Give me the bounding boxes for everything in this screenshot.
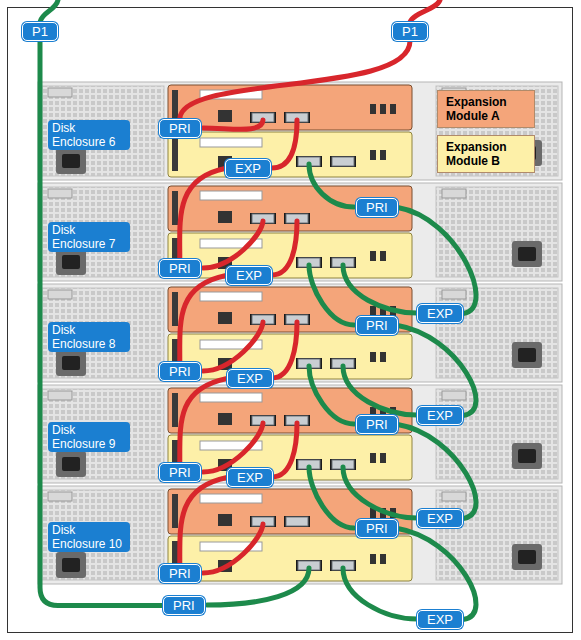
- tag-text: PRI: [366, 417, 388, 432]
- tag-text: EXP: [236, 268, 262, 283]
- port-tag: EXP: [417, 304, 463, 323]
- cable-lead: [343, 366, 417, 415]
- port-tag: EXP: [417, 509, 463, 528]
- tag-text: EXP: [427, 306, 453, 321]
- port-tag: PRI: [163, 596, 205, 615]
- cable-lead: [309, 265, 354, 325]
- sas-cable: [180, 41, 410, 119]
- cable-lead: [343, 467, 417, 518]
- tag-text: PRI: [366, 200, 388, 215]
- port-tag: P1: [392, 22, 428, 41]
- cable-lead: [343, 265, 417, 313]
- cable-lead: [309, 164, 354, 207]
- port-tag: EXP: [417, 610, 463, 629]
- tag-text: EXP: [237, 371, 263, 386]
- port-tag: EXP: [226, 266, 272, 285]
- port-tag: PRI: [159, 463, 201, 482]
- port-tag: PRI: [159, 362, 201, 381]
- cable-lead: [272, 221, 297, 275]
- enclosure-name: Disk Enclosure 6: [52, 121, 126, 149]
- tag-text: PRI: [366, 521, 388, 536]
- enclosure-label: Disk Enclosure 8: [48, 322, 130, 352]
- legend-text: Expansion Module B: [446, 140, 526, 168]
- cable-lead: [203, 120, 263, 129]
- tag-text: EXP: [427, 612, 453, 627]
- port-tag: EXP: [225, 159, 271, 178]
- enclosure-label: Disk Enclosure 9: [48, 422, 130, 452]
- enclosure-label: Disk Enclosure 6: [48, 120, 130, 150]
- cable-lead: [272, 120, 297, 168]
- port-tag: PRI: [356, 415, 398, 434]
- cable-lead: [410, 0, 440, 22]
- tag-text: PRI: [366, 318, 388, 333]
- disk-enclosure: [38, 183, 562, 281]
- tag-text: P1: [402, 24, 418, 39]
- sas-cable: [180, 276, 226, 363]
- tag-text: PRI: [169, 261, 191, 276]
- port-tag: PRI: [159, 259, 201, 278]
- tag-text: EXP: [427, 511, 453, 526]
- tag-text: PRI: [169, 121, 191, 136]
- cable-lead: [203, 524, 263, 573]
- cable-lead: [40, 0, 58, 22]
- enclosure-name: Disk Enclosure 10: [52, 523, 126, 551]
- red-cable-leads: [203, 0, 440, 573]
- enclosure-name: Disk Enclosure 9: [52, 423, 126, 451]
- tag-text: EXP: [427, 408, 453, 423]
- port-tag: P1: [22, 22, 58, 41]
- port-tag: PRI: [159, 564, 201, 583]
- enclosure-label: Disk Enclosure 7: [48, 222, 130, 252]
- legend-text: Expansion Module A: [446, 95, 526, 123]
- cable-lead: [343, 568, 417, 619]
- sas-cable: [398, 326, 476, 416]
- enclosure-name: Disk Enclosure 7: [52, 223, 126, 251]
- cable-lead: [309, 366, 354, 424]
- port-tag: PRI: [356, 519, 398, 538]
- disk-enclosure: [38, 385, 562, 483]
- port-tag: PRI: [356, 198, 398, 217]
- disk-enclosure: [38, 284, 562, 382]
- disk-enclosure: [38, 82, 562, 180]
- disk-enclosure: [38, 486, 562, 584]
- cable-lead: [272, 423, 297, 477]
- tag-text: PRI: [173, 598, 195, 613]
- cable-lead: [203, 322, 263, 371]
- tag-text: P1: [32, 24, 48, 39]
- legend-swatch: Expansion Module B: [437, 135, 535, 173]
- green-cable-leads: [40, 0, 417, 619]
- tag-text: PRI: [169, 364, 191, 379]
- legend-swatch: Expansion Module A: [437, 90, 535, 128]
- sas-cable: [180, 478, 227, 565]
- sas-cable: [180, 169, 225, 260]
- tag-text: EXP: [237, 470, 263, 485]
- port-tag: EXP: [227, 369, 273, 388]
- port-tag: EXP: [417, 406, 463, 425]
- sas-cable: [398, 529, 476, 620]
- sas-cable: [180, 379, 227, 464]
- cable-lead: [272, 322, 297, 378]
- cable-lead: [309, 467, 354, 528]
- enclosure-label: Disk Enclosure 10: [48, 522, 130, 552]
- tag-text: EXP: [235, 161, 261, 176]
- cable-lead: [203, 423, 263, 472]
- port-tag: PRI: [356, 316, 398, 335]
- sas-cable: [398, 425, 476, 519]
- tag-text: PRI: [169, 465, 191, 480]
- cable-lead: [207, 568, 309, 605]
- enclosure-name: Disk Enclosure 8: [52, 323, 126, 351]
- sas-cable: [40, 41, 163, 606]
- port-tag: PRI: [159, 119, 201, 138]
- cable-lead: [203, 221, 263, 268]
- tag-text: PRI: [169, 566, 191, 581]
- sas-cable: [398, 208, 476, 314]
- port-tag: EXP: [227, 468, 273, 487]
